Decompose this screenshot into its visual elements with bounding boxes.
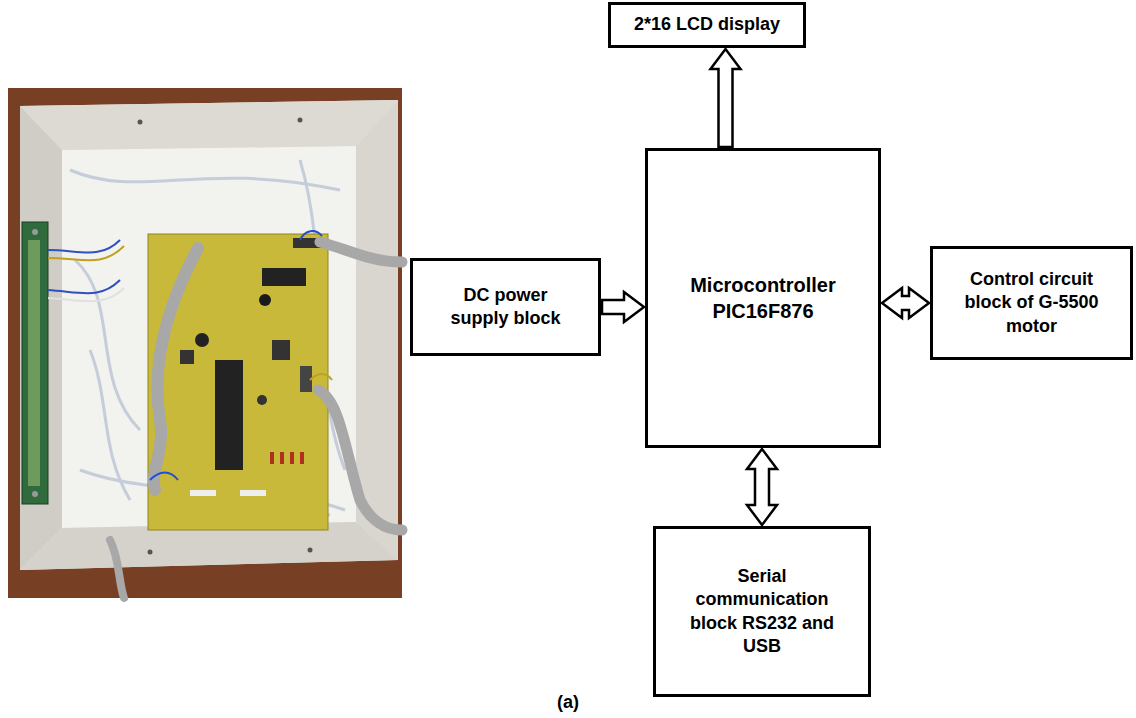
hollow-arrow xyxy=(882,288,929,318)
display-box: 2*16 LCD display xyxy=(608,2,806,48)
hollow-arrow xyxy=(747,449,777,525)
figure-caption: (a) xyxy=(0,692,1136,713)
box-label: Control circuit block of G-5500 motor xyxy=(945,268,1118,338)
box-label: Microcontroller PIC16F876 xyxy=(668,272,858,324)
power-supply-box: DC power supply block xyxy=(410,258,601,356)
motor-control-box: Control circuit block of G-5500 motor xyxy=(930,246,1133,360)
box-label: 2*16 LCD display xyxy=(634,13,780,36)
microcontroller-box: Microcontroller PIC16F876 xyxy=(645,148,881,448)
serial-comm-box: Serial communication block RS232 and USB xyxy=(653,526,871,697)
box-label: DC power supply block xyxy=(437,284,574,331)
hollow-arrow xyxy=(711,49,741,147)
hollow-arrow xyxy=(602,292,644,322)
box-label: Serial communication block RS232 and USB xyxy=(682,565,842,659)
